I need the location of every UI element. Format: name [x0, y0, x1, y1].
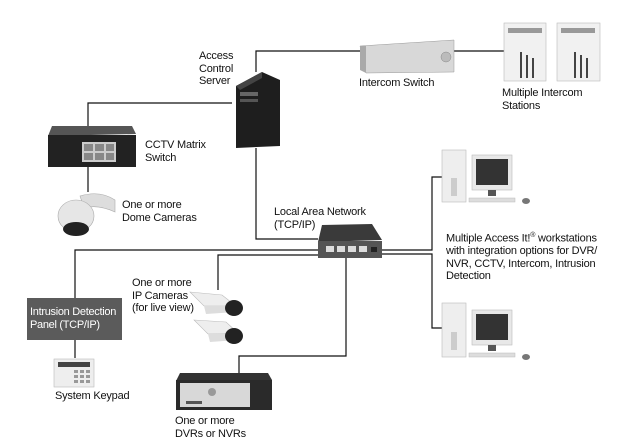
label-line: Detection	[446, 270, 491, 283]
system-keypad-icon	[53, 358, 95, 388]
label-line: (TCP/IP)	[274, 218, 316, 231]
label-line: Panel (TCP/IP)	[30, 318, 100, 331]
label-line: Intrusion Detection	[30, 306, 117, 318]
label-line: Stations	[502, 99, 541, 112]
label-line: Multiple Intercom	[502, 87, 583, 99]
intrusion-detection-panel: Intrusion Detection Panel (TCP/IP)	[27, 298, 122, 340]
label-text: Multiple Access It!	[446, 232, 531, 245]
registered-mark: ®	[530, 232, 536, 239]
server-tower-icon	[236, 72, 280, 148]
label-line: One or more	[122, 199, 182, 211]
label-line: with integration options for DVR/	[446, 245, 598, 258]
access-control-server-label: Access Control Server	[199, 50, 233, 88]
workstation-icon	[441, 149, 530, 204]
label-text: workstations	[535, 232, 597, 245]
label-line: IP Cameras	[132, 289, 188, 302]
intercom-switch-label: Intercom Switch	[359, 77, 435, 89]
label-line: NVR, CCTV, Intercom, Intrusion	[446, 257, 596, 270]
line-lan-dvr	[238, 258, 347, 373]
label-line: Switch	[145, 151, 177, 164]
system-keypad-label: System Keypad	[55, 390, 130, 402]
label-line: Local Area Network	[274, 206, 366, 218]
label-line: One or more	[175, 415, 235, 427]
line-server-lan	[255, 148, 318, 240]
line-server-matrix	[87, 102, 232, 126]
label-line: DVRs or NVRs	[175, 427, 246, 440]
workstation-icon	[441, 302, 530, 360]
line-lan-panel	[74, 249, 318, 298]
label-line: CCTV Matrix	[145, 139, 206, 151]
label-line: Server	[199, 75, 231, 87]
cctv-matrix-switch-label: CCTV Matrix Switch	[145, 139, 206, 164]
label-line: Control	[199, 62, 234, 75]
label-line: (for live view)	[132, 302, 194, 314]
intercom-stations-icon	[503, 22, 601, 82]
dome-cameras-label: One or more Dome Cameras	[122, 199, 197, 224]
ip-camera-icon	[189, 291, 243, 316]
line-lan-ipcam	[217, 254, 318, 290]
label-line: Dome Cameras	[122, 211, 197, 224]
line-lan-workstations	[380, 176, 442, 251]
lan-label: Local Area Network (TCP/IP)	[274, 206, 366, 231]
intercom-switch-icon	[359, 39, 455, 74]
cctv-matrix-switch-icon	[48, 126, 136, 167]
intercom-stations-label: Multiple Intercom Stations	[502, 87, 583, 112]
label-line: Multiple Access It!® workstations	[446, 230, 597, 245]
line-server-intercom	[255, 50, 360, 72]
ip-camera-icon	[193, 319, 243, 344]
lan-switch-icon	[318, 224, 382, 258]
line-lan-workstation2	[380, 253, 442, 329]
connection-lines	[74, 50, 505, 373]
dvr-icon	[176, 373, 272, 410]
dome-camera-icon	[57, 193, 116, 236]
label-line: Access	[199, 50, 234, 62]
label-line: One or more	[132, 277, 192, 289]
workstations-label: Multiple Access It!® workstations with i…	[446, 230, 597, 283]
ip-cameras-label: One or more IP Cameras (for live view)	[132, 277, 194, 315]
dvrs-label: One or more DVRs or NVRs	[175, 415, 246, 440]
